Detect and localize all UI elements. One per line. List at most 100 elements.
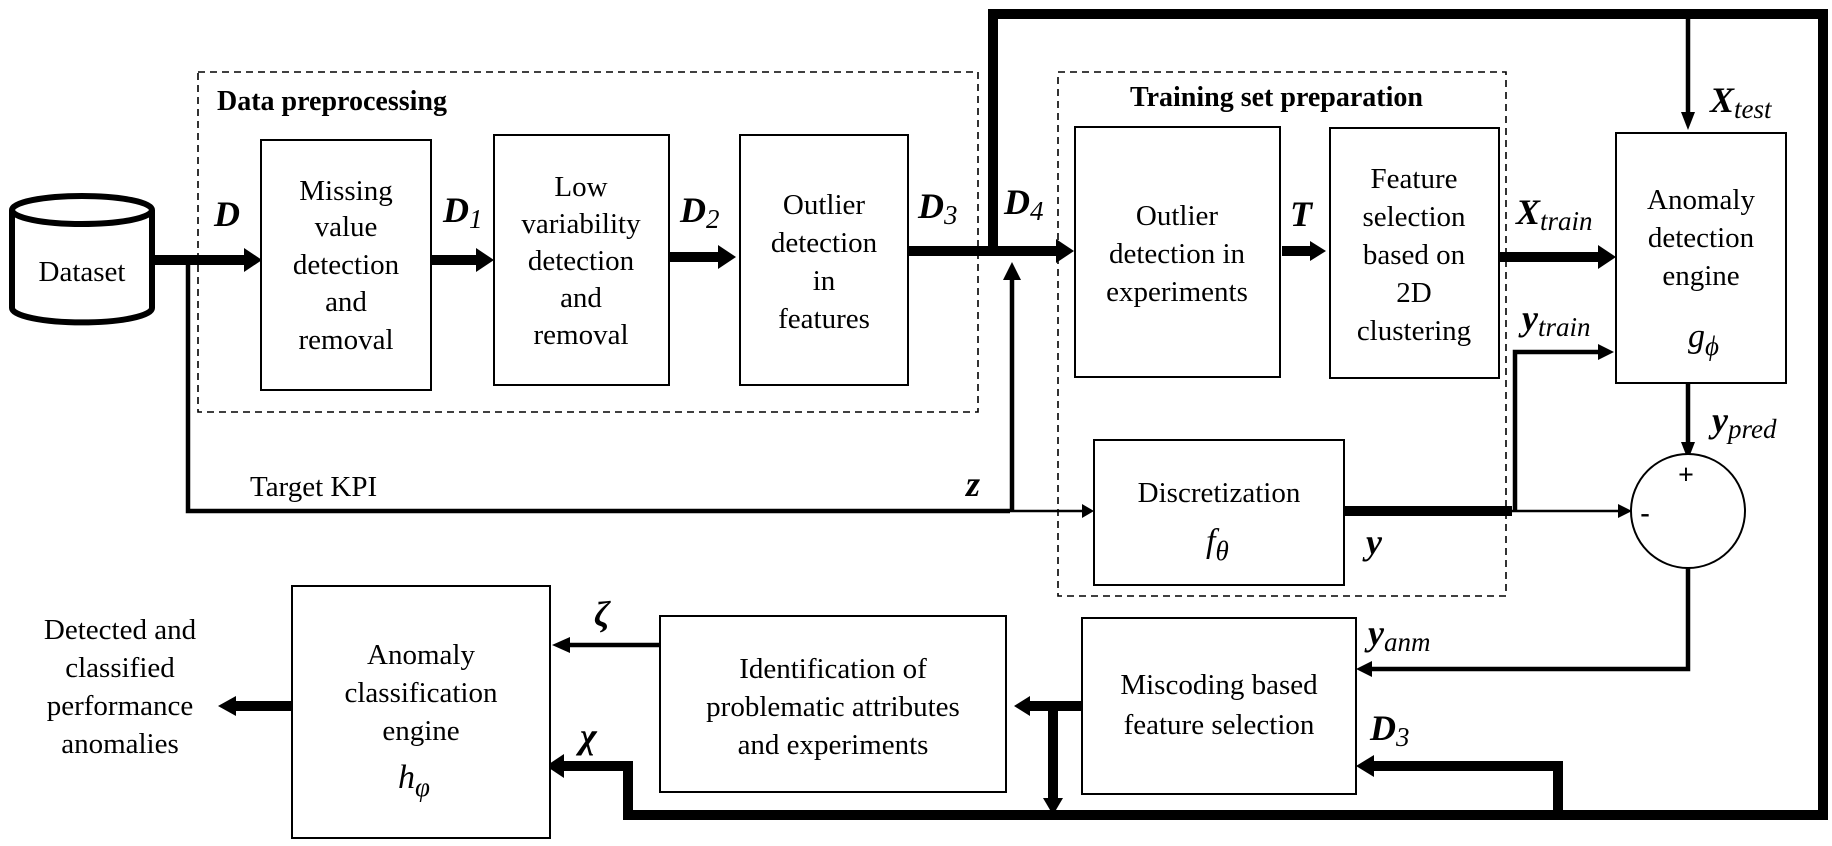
dataset-label: Dataset xyxy=(39,256,126,288)
identification-block: Identification of problematic attributes… xyxy=(659,615,1007,793)
signal-d2: D2 xyxy=(679,190,720,234)
signal-subscript: pred xyxy=(1726,414,1777,444)
block-line: engine xyxy=(1662,260,1739,292)
signal-xtrain: Xtrain xyxy=(1515,192,1593,236)
signal-d3-feedback: D3 xyxy=(1369,708,1410,752)
connector-target-kpi xyxy=(185,262,1010,514)
signal-subscript: 3 xyxy=(943,200,958,230)
signal-t: T xyxy=(1290,194,1314,234)
arrowhead-ytrain xyxy=(1598,344,1614,360)
arrowhead-outlier-features xyxy=(718,245,736,269)
block-line: and xyxy=(560,282,602,314)
block-line: Anomaly xyxy=(1647,184,1755,216)
signal-symbol: D xyxy=(679,190,706,230)
arrowhead-xtrain xyxy=(1598,245,1616,269)
block-line: Low xyxy=(554,171,607,203)
h-varphi-function: hφ xyxy=(398,759,430,802)
output-line: performance xyxy=(47,690,194,722)
signal-ytrain: ytrain xyxy=(1518,298,1591,342)
function-symbol: g xyxy=(1688,318,1705,355)
signal-z: z xyxy=(964,464,980,504)
signal-d: D xyxy=(213,194,240,234)
block-line: removal xyxy=(533,319,628,351)
block-line: in xyxy=(813,265,836,297)
block-line: features xyxy=(778,303,870,335)
anomaly-detection-block: Anomaly detection engine gϕ xyxy=(1615,132,1787,384)
signal-xtest: Xtest xyxy=(1709,80,1773,124)
block-line: clustering xyxy=(1357,315,1471,347)
connector-d3-feedback xyxy=(1372,761,1563,815)
signal-subscript: 4 xyxy=(1030,196,1044,226)
arrowhead-discretization xyxy=(1082,504,1094,518)
block-line: and experiments xyxy=(738,729,929,761)
connector-xtest-loop xyxy=(560,9,1828,820)
arrowhead-merge xyxy=(1043,798,1063,815)
data-preprocessing-group xyxy=(197,71,979,413)
signal-subscript: train xyxy=(1538,312,1591,342)
outlier-experiments-block: Outlier detection in experiments xyxy=(1074,126,1281,378)
block-line: and xyxy=(325,286,367,318)
summing-junction: + - xyxy=(1630,453,1746,569)
block-line: Anomaly xyxy=(367,639,475,671)
block-line: problematic attributes xyxy=(706,691,960,723)
arrowhead-junction-minus xyxy=(1618,504,1632,518)
block-line: detection in xyxy=(1109,238,1246,270)
block-line: detection xyxy=(771,227,878,259)
block-line: engine xyxy=(382,715,459,747)
signal-symbol: X xyxy=(1515,192,1541,232)
signal-subscript: 3 xyxy=(1395,722,1410,752)
signal-symbol: y xyxy=(1708,400,1729,440)
arrowhead-low-variability xyxy=(476,248,494,272)
arrowhead-identification xyxy=(1014,696,1030,716)
arrowhead-feature-selection xyxy=(1310,241,1326,261)
signal-symbol: y xyxy=(1518,298,1539,338)
function-subscript: φ xyxy=(415,772,430,802)
arrowhead-ypred xyxy=(1681,442,1695,460)
outlier-features-block: Outlier detection in features xyxy=(739,134,909,386)
arrowhead-missing xyxy=(244,248,262,272)
arrowhead-d3-feedback xyxy=(1356,755,1374,777)
signal-zeta: ζ xyxy=(594,594,611,634)
connector-ytrain xyxy=(1512,349,1600,511)
block-line: variability xyxy=(521,208,641,240)
block-line: Identification of xyxy=(739,653,927,685)
target-kpi-label: Target KPI xyxy=(250,471,377,503)
signal-yanm: yanm xyxy=(1364,613,1430,657)
arrowhead-chi xyxy=(546,754,564,778)
output-label: Detected and classified performance anom… xyxy=(44,614,197,760)
miscoding-block: Miscoding based feature selection xyxy=(1081,617,1357,795)
block-line: selection xyxy=(1362,201,1466,233)
arrowhead-outlier-experiments xyxy=(1056,239,1074,263)
function-subscript: θ xyxy=(1215,536,1228,566)
signal-ypred: ypred xyxy=(1708,400,1777,444)
signal-subscript: anm xyxy=(1384,627,1431,657)
signal-subscript: 1 xyxy=(469,204,483,234)
signal-symbol: y xyxy=(1364,613,1385,653)
arrowhead-output xyxy=(218,696,236,716)
training-set-preparation-title: Training set preparation xyxy=(1130,82,1423,113)
block-line: based on xyxy=(1363,239,1466,271)
low-variability-block: Low variability detection and removal xyxy=(493,134,670,386)
arrowhead-z xyxy=(1003,262,1021,280)
signal-subscript: test xyxy=(1734,94,1773,124)
block-line: Feature xyxy=(1371,163,1458,195)
junction-minus: - xyxy=(1640,498,1649,529)
connector-yanm xyxy=(1372,566,1691,672)
block-line: experiments xyxy=(1106,276,1248,308)
block-line: Missing xyxy=(299,175,392,207)
arrowhead-xtest xyxy=(1681,112,1695,130)
block-line: Outlier xyxy=(1136,200,1218,232)
anomaly-classification-block: Anomaly classification engine hφ xyxy=(291,585,551,839)
block-line: Discretization xyxy=(1138,477,1301,509)
junction-plus: + xyxy=(1678,460,1694,491)
block-line: feature selection xyxy=(1124,709,1315,741)
block-line: 2D xyxy=(1396,277,1431,309)
signal-symbol: X xyxy=(1709,80,1735,120)
block-line: Miscoding based xyxy=(1120,669,1318,701)
signal-y: y xyxy=(1362,522,1383,562)
block-line: detection xyxy=(1648,222,1755,254)
signal-d4: D4 xyxy=(1003,182,1044,226)
signal-symbol: D xyxy=(442,190,469,230)
feature-selection-block: Feature selection based on 2D clustering xyxy=(1329,127,1500,379)
